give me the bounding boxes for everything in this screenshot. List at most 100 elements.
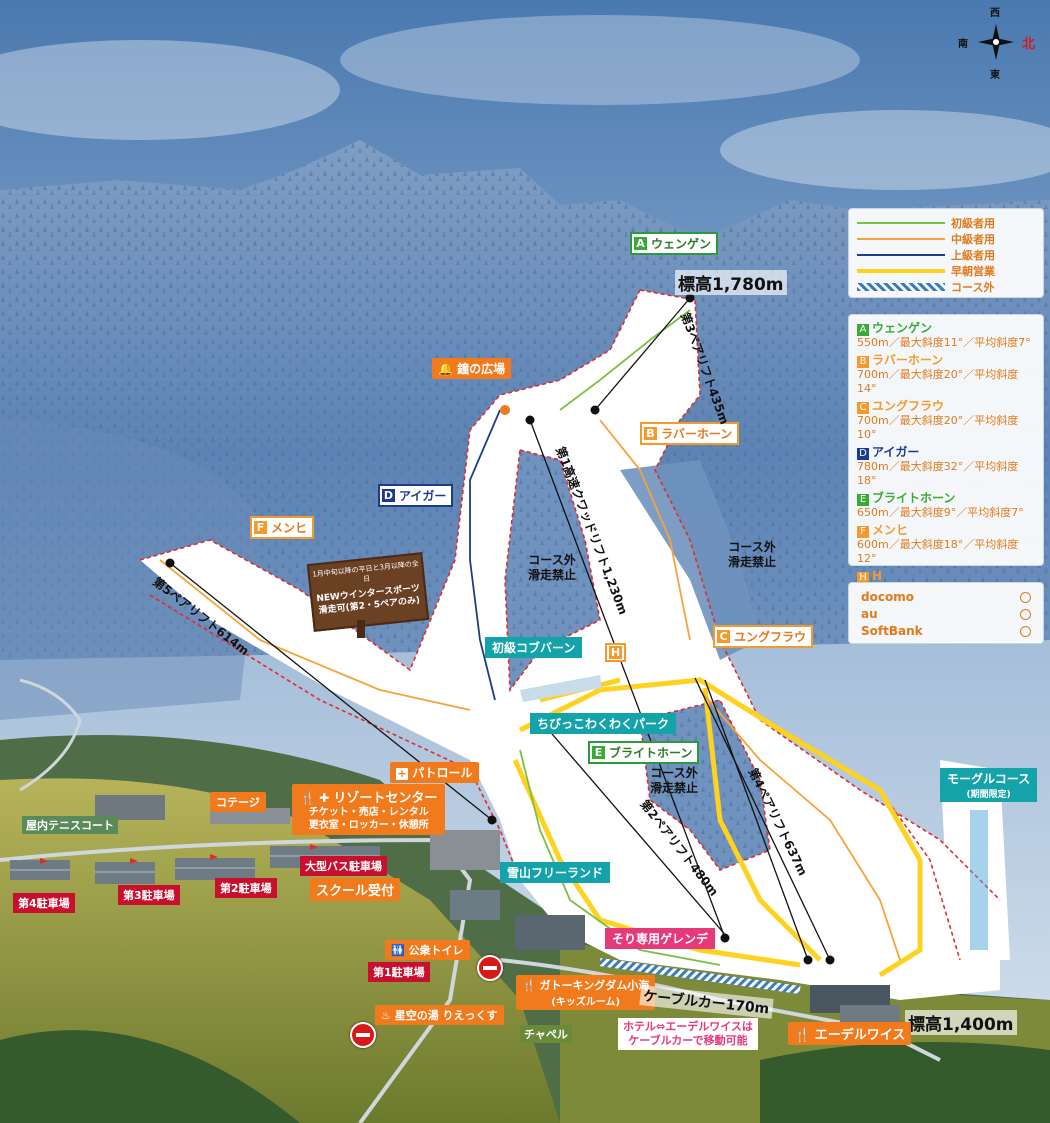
bell-plaza-label[interactable]: 🔔 鐘の広場 xyxy=(432,358,512,379)
course-label-e[interactable]: E ブライトホーン xyxy=(588,741,700,764)
transfer-note: ホテル⇔エーデルワイスは ケーブルカーで移動可能 xyxy=(618,1018,758,1050)
legend-course-stat: 700m／最大斜度20°／平均斜度14° xyxy=(857,368,1019,395)
legend-course-letter: A xyxy=(857,324,869,336)
compass xyxy=(978,24,1014,60)
legend-course-stat: 600m／最大斜度18°／平均斜度12° xyxy=(857,538,1019,565)
course-label-a[interactable]: A ウェンゲン xyxy=(630,232,719,255)
course-name: ユングフラウ xyxy=(734,630,807,644)
legend-line-row: 初級者用 xyxy=(857,215,1043,231)
restaurant-icon: 🍴 xyxy=(522,979,536,992)
course-boundaries xyxy=(139,289,1001,961)
chapel-label[interactable]: チャペル xyxy=(520,1025,572,1043)
legend-course-stat: 780m／最大斜度32°／平均斜度18° xyxy=(857,460,1019,487)
lift-stations xyxy=(165,293,835,965)
patrol-text: パトロール xyxy=(412,766,473,780)
legend-line-label: 上級者用 xyxy=(951,249,995,262)
coverage-ok-icon xyxy=(1020,592,1031,603)
school-reception-label[interactable]: スクール受付 xyxy=(310,878,401,901)
patrol-label[interactable]: + パトロール xyxy=(390,762,479,783)
course-letter: C xyxy=(717,630,730,643)
legend-line-label: 中級者用 xyxy=(951,233,995,246)
course-name: アイガー xyxy=(399,489,447,503)
course-label-c[interactable]: C ユングフラウ xyxy=(713,625,814,648)
course-letter: A xyxy=(634,237,647,250)
restaurant-icon: 🍴 xyxy=(300,791,315,805)
mogul-title: モーグルコース xyxy=(947,772,1031,786)
off-course-note-2: コース外 滑走禁止 xyxy=(728,540,777,569)
first-aid-icon: + xyxy=(396,767,408,780)
signboard-post xyxy=(357,620,365,638)
compass-east: 東 xyxy=(990,70,1000,81)
cottage-label[interactable]: コテージ xyxy=(210,792,266,812)
course-label-f[interactable]: F メンヒ xyxy=(250,516,315,539)
parking-1-label[interactable]: 第1駐車場 xyxy=(368,962,430,982)
legend-course-letter: E xyxy=(857,494,869,506)
carrier-name: docomo xyxy=(861,590,914,604)
legend-course-name: ウェンゲン xyxy=(872,321,933,335)
legend-course-letter: F xyxy=(857,526,869,538)
legend-carrier-row: SoftBank xyxy=(861,623,1031,640)
legend-line-swatch xyxy=(857,219,945,227)
mogul-course-label[interactable]: モーグルコース (期間限定) xyxy=(940,768,1038,802)
parking-3-label[interactable]: 第3駐車場 xyxy=(118,885,180,905)
restaurant-icon: 🍴 xyxy=(794,1028,811,1043)
cable-car-line xyxy=(599,958,801,994)
hot-spring-label[interactable]: ♨ 星空の湯 りえっくす xyxy=(375,1005,504,1025)
elevation-base: 標高1,400m xyxy=(905,1010,1017,1035)
legend-line-types: 初級者用中級者用上級者用早朝営業コース外 xyxy=(848,208,1044,298)
carrier-name: au xyxy=(861,607,878,621)
legend-line-swatch xyxy=(857,251,945,259)
edelweiss-label[interactable]: 🍴 エーデルワイス xyxy=(788,1022,912,1045)
coverage-ok-icon xyxy=(1020,609,1031,620)
resort-center-name: リゾートセンター xyxy=(333,791,438,806)
legend-course-stat: 700m／最大斜度20°／平均斜度10° xyxy=(857,414,1019,441)
legend-course-name: メンヒ xyxy=(872,523,909,537)
legend-line-row: 上級者用 xyxy=(857,247,1043,263)
indoor-tennis-label[interactable]: 屋内テニスコート xyxy=(22,816,118,834)
bell-icon: 🔔 xyxy=(438,362,453,376)
carrier-name: SoftBank xyxy=(861,624,923,638)
legend-line-swatch xyxy=(857,235,945,243)
restaurant-label[interactable]: 🍴 ガトーキングダム小海 (キッズルーム) xyxy=(516,975,656,1010)
coverage-ok-icon xyxy=(1020,626,1031,637)
resort-center-label[interactable]: 🍴 ✚ リゾートセンター チケット・売店・レンタル 更衣室・ロッカー・休憩所 xyxy=(292,784,446,835)
restaurant-title: 🍴 ガトーキングダム小海 xyxy=(522,977,649,993)
legend-carrier-row: au xyxy=(861,606,1031,623)
restaurant-note: (キッズルーム) xyxy=(551,997,621,1008)
public-toilet-text: 公衆トイレ xyxy=(408,944,464,957)
snow-free-land-label[interactable]: 雪山フリーランド xyxy=(500,862,611,883)
parking-2-label[interactable]: 第2駐車場 xyxy=(215,878,277,898)
public-toilet-label[interactable]: 🚻 公衆トイレ xyxy=(385,940,470,960)
legend-course-name: H xyxy=(872,569,883,583)
hot-spring-text: 星空の湯 りえっくす xyxy=(394,1009,498,1022)
legend-course-name: ブライトホーン xyxy=(872,491,956,505)
first-aid-icon: ✚ xyxy=(319,791,330,805)
legend-course-name: ユングフラウ xyxy=(872,399,945,413)
bus-parking-label[interactable]: 大型バス駐車場 xyxy=(300,856,387,876)
legend-line-swatch xyxy=(857,267,945,275)
toilet-icon: 🚻 xyxy=(391,944,405,957)
bell-plaza-text: 鐘の広場 xyxy=(457,362,506,376)
sled-slope-label[interactable]: そり専用ゲレンデ xyxy=(605,928,716,949)
hot-spring-icon: ♨ xyxy=(381,1009,391,1022)
resort-center-detail: チケット・売店・レンタル 更衣室・ロッカー・休憩所 xyxy=(308,807,429,831)
parking-4-label[interactable]: 第4駐車場 xyxy=(13,893,75,913)
course-label-b[interactable]: B ラバーホーン xyxy=(640,422,740,445)
mogul-note: (期間限定) xyxy=(966,790,1011,800)
off-course-note-3: コース外 滑走禁止 xyxy=(650,766,699,795)
course-label-d[interactable]: D アイガー xyxy=(378,484,454,507)
bell-plaza-marker xyxy=(500,405,510,415)
beginner-bump-label[interactable]: 初級コブバーン xyxy=(485,637,583,658)
legend-course-name: アイガー xyxy=(872,445,920,459)
legend-line-label: コース外 xyxy=(951,281,995,294)
course-label-h[interactable]: H xyxy=(605,643,626,662)
legend-line-label: 早朝営業 xyxy=(951,265,995,278)
kids-park-label[interactable]: ちびっこわくわくパーク xyxy=(530,713,677,734)
